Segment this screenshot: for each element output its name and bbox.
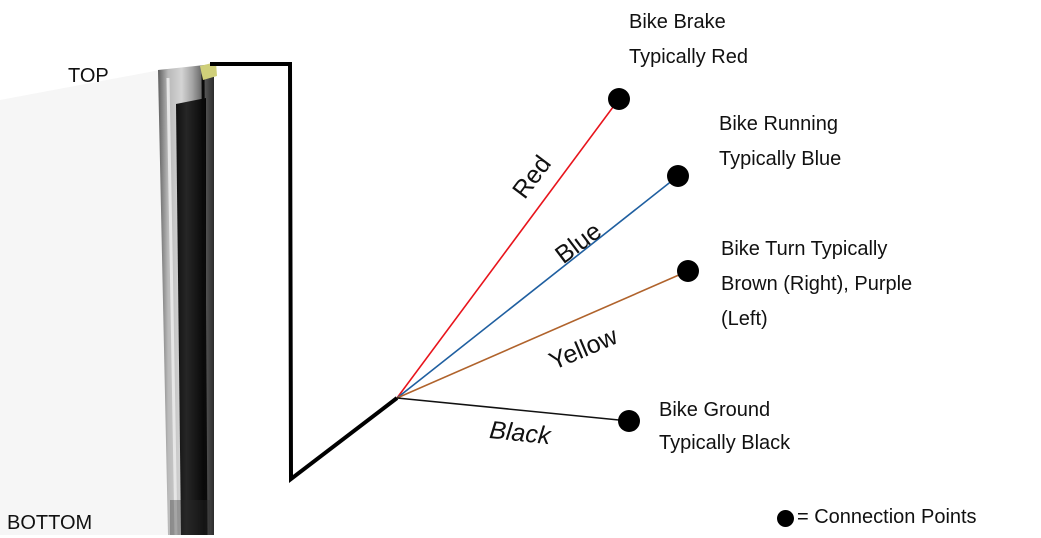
light-strip-cap <box>200 62 217 80</box>
ground-line-2: Typically Black <box>659 432 791 454</box>
black-wire <box>396 397 630 422</box>
black-connection-point <box>618 410 640 432</box>
brake-line-2: Typically Red <box>629 46 748 68</box>
red-wire <box>396 98 620 399</box>
yellow-wire <box>396 270 689 399</box>
light-strip-highlight <box>166 77 178 535</box>
running-line-1: Bike Running <box>719 113 838 135</box>
blue-connection-point <box>667 165 689 187</box>
brake-line-1: Bike Brake <box>629 11 726 33</box>
running-line-2: Typically Blue <box>719 148 842 170</box>
legend-dot-icon <box>777 510 794 527</box>
yellow-connection-point <box>677 260 699 282</box>
legend-text: = Connection Points <box>797 506 977 528</box>
light-strip-face <box>176 98 206 535</box>
light-strip-bottom-shade <box>170 500 210 535</box>
top-label: TOP <box>68 65 109 87</box>
light-strip-edge <box>201 71 208 535</box>
light-strip-backdrop <box>0 70 210 535</box>
bottom-label: BOTTOM <box>7 512 93 534</box>
ground-line-1: Bike Ground <box>659 399 771 421</box>
light-strip <box>0 62 217 535</box>
turn-line-2: Brown (Right), Purple <box>721 273 913 295</box>
red-connection-point <box>608 88 630 110</box>
turn-line-3: (Left) <box>721 308 768 330</box>
blue-wire <box>396 175 679 399</box>
main-lead-wire <box>210 62 399 484</box>
turn-line-1: Bike Turn Typically <box>721 238 888 260</box>
